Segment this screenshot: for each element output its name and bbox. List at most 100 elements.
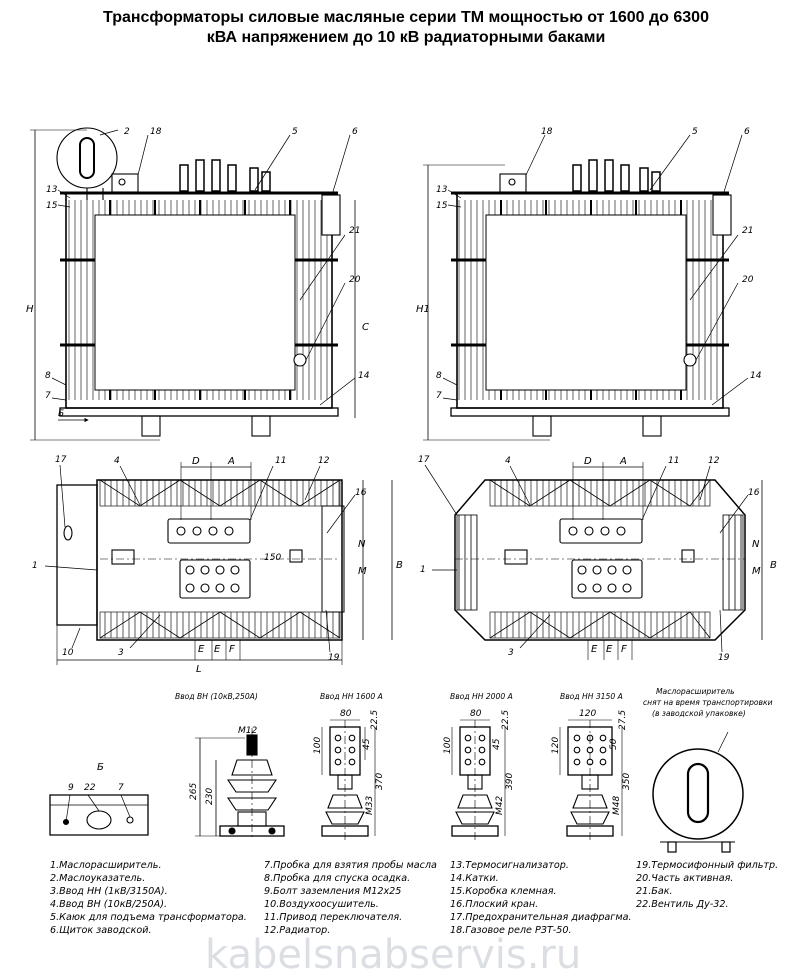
svg-text:M12: M12 [238, 726, 257, 736]
svg-text:12.Радиатор.: 12.Радиатор. [264, 925, 330, 936]
svg-text:21: 21 [742, 226, 753, 236]
svg-text:4: 4 [114, 456, 120, 466]
svg-text:18: 18 [150, 127, 162, 137]
svg-text:Ввод НН 2000 А: Ввод НН 2000 А [450, 692, 513, 701]
svg-text:6: 6 [352, 127, 358, 137]
svg-text:230: 230 [205, 788, 215, 805]
bushing-hv-labels: Ввод ВН (10кВ,250А) M12 265 230 [175, 692, 258, 805]
svg-text:4.Ввод ВН (10кВ/250А).: 4.Ввод ВН (10кВ/250А). [50, 899, 167, 910]
svg-text:D: D [584, 456, 592, 467]
svg-text:Б: Б [58, 409, 64, 419]
svg-text:7: 7 [45, 391, 51, 401]
svg-text:8: 8 [436, 371, 442, 381]
svg-text:6.Щиток заводской.: 6.Щиток заводской. [50, 925, 152, 936]
svg-text:11: 11 [275, 456, 286, 466]
svg-text:10.Воздухоосушитель.: 10.Воздухоосушитель. [264, 899, 379, 910]
plan-left-labels: 17 4 11 12 16 1 10 3 19 D A N M B E E F … [32, 455, 403, 675]
svg-text:H: H [26, 304, 34, 315]
front-left-labels: 2 18 5 6 13 15 21 20 8 7 14 H C Б [26, 127, 370, 419]
svg-text:100: 100 [443, 737, 453, 754]
svg-text:9.Болт заземления М12х25: 9.Болт заземления М12х25 [264, 886, 401, 897]
svg-text:13.Термосигнализатор.: 13.Термосигнализатор. [450, 860, 569, 871]
svg-text:7.Пробка для взятия пробы масл: 7.Пробка для взятия пробы масла [264, 859, 437, 871]
svg-text:снят на время транспортировки: снят на время транспортировки [643, 698, 773, 707]
svg-text:14.Катки.: 14.Катки. [450, 873, 499, 884]
svg-text:20: 20 [349, 275, 361, 285]
title-line-2: кВА напряжением до 10 кВ радиаторными ба… [206, 29, 606, 46]
svg-text:Ввод НН 3150 А: Ввод НН 3150 А [560, 692, 623, 701]
svg-text:5: 5 [692, 127, 698, 137]
svg-text:Маслорасширитель: Маслорасширитель [656, 687, 735, 696]
svg-text:20.Часть активная.: 20.Часть активная. [636, 873, 733, 884]
svg-text:19: 19 [328, 653, 340, 663]
legend-col-4: 19.Термосифонный фильтр. 20.Часть активн… [636, 860, 778, 910]
bushing-1600-detail [321, 719, 376, 842]
svg-text:370: 370 [375, 773, 385, 790]
svg-text:H1: H1 [416, 304, 430, 315]
svg-text:21.Бак.: 21.Бак. [636, 886, 673, 897]
svg-text:8.Пробка для спуска осадка.: 8.Пробка для спуска осадка. [264, 872, 410, 884]
svg-text:D: D [192, 456, 200, 467]
svg-text:150: 150 [264, 553, 281, 563]
bushing-3150-labels: Ввод НН 3150 А 120 27.5 120 50 350 M48 [551, 692, 632, 815]
svg-text:B: B [770, 560, 777, 571]
svg-text:B: B [396, 560, 403, 571]
svg-text:6: 6 [744, 127, 750, 137]
svg-text:L: L [196, 664, 202, 675]
svg-text:5: 5 [292, 127, 298, 137]
svg-text:Б: Б [97, 762, 104, 773]
svg-text:265: 265 [189, 783, 199, 800]
svg-text:7: 7 [118, 783, 124, 793]
svg-text:80: 80 [470, 709, 482, 719]
svg-text:22.5: 22.5 [370, 710, 380, 730]
legend-col-1: 1.Маслорасширитель. 2.Маслоуказатель. 3.… [50, 860, 247, 936]
svg-text:13: 13 [436, 185, 448, 195]
svg-text:12: 12 [318, 456, 330, 466]
svg-text:M42: M42 [495, 796, 505, 815]
svg-text:M48: M48 [612, 796, 622, 815]
svg-text:M: M [752, 566, 761, 577]
svg-text:45: 45 [362, 738, 372, 750]
plan-right-labels: 17 4 11 12 16 1 3 19 D A N M B E E F [418, 455, 777, 663]
svg-text:2: 2 [124, 127, 130, 137]
bushing-hv-detail [195, 728, 285, 840]
svg-text:19: 19 [718, 653, 730, 663]
front-right-labels: 18 5 6 13 15 21 20 8 7 14 H1 [416, 127, 762, 401]
svg-text:3: 3 [118, 648, 124, 658]
svg-text:F: F [621, 644, 627, 655]
svg-text:4: 4 [505, 456, 511, 466]
svg-text:17: 17 [55, 455, 67, 465]
svg-text:10: 10 [62, 648, 74, 658]
svg-text:E: E [591, 644, 598, 655]
svg-text:120: 120 [551, 737, 561, 754]
svg-text:2.Маслоуказатель.: 2.Маслоуказатель. [50, 873, 145, 884]
svg-text:9: 9 [68, 783, 74, 793]
svg-text:E: E [214, 644, 221, 655]
svg-text:22: 22 [84, 783, 96, 793]
svg-text:18.Газовое реле РЗТ-50.: 18.Газовое реле РЗТ-50. [450, 925, 572, 936]
svg-text:22.Вентиль Ду-32.: 22.Вентиль Ду-32. [636, 899, 729, 910]
svg-text:A: A [619, 456, 627, 467]
svg-text:21: 21 [349, 226, 360, 236]
conservator-detail-labels: Маслорасширитель снят на время транспорт… [643, 687, 773, 718]
bushing-3150-detail [559, 719, 623, 842]
svg-text:15: 15 [46, 201, 58, 211]
svg-text:12: 12 [708, 456, 720, 466]
svg-text:16: 16 [355, 488, 367, 498]
svg-text:Ввод ВН (10кВ,250А): Ввод ВН (10кВ,250А) [175, 692, 258, 701]
svg-text:M: M [358, 566, 367, 577]
svg-text:5.Каюк для подъема трансформат: 5.Каюк для подъема трансформатора. [50, 912, 247, 923]
svg-text:120: 120 [579, 709, 596, 719]
bushing-2000-labels: Ввод НН 2000 А 80 22.5 100 45 390 M42 [443, 692, 515, 815]
svg-text:27.5: 27.5 [618, 710, 628, 730]
svg-text:16: 16 [748, 488, 760, 498]
front-view-right [423, 134, 749, 441]
svg-text:13: 13 [46, 185, 58, 195]
bushings-top [179, 159, 271, 192]
svg-text:22.5: 22.5 [501, 710, 511, 730]
legend: 1.Маслорасширитель. 2.Маслоуказатель. 3.… [50, 859, 778, 936]
svg-text:Ввод НН 1600 А: Ввод НН 1600 А [320, 692, 383, 701]
svg-text:17.Предохранительная диафрагма: 17.Предохранительная диафрагма. [450, 912, 632, 923]
svg-text:390: 390 [505, 773, 515, 790]
